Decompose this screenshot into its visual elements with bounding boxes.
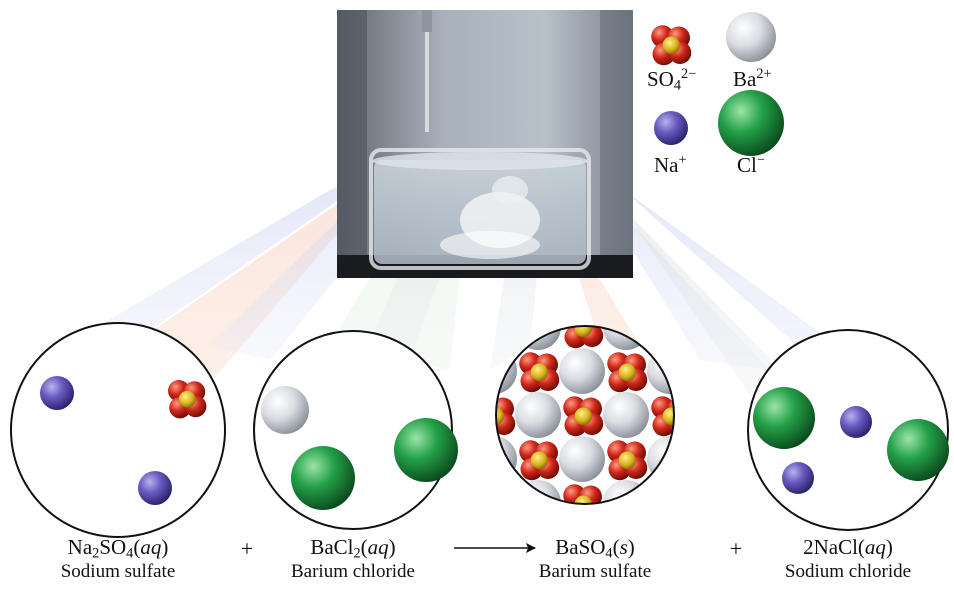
- barium-ion: [691, 392, 737, 438]
- barium-ion: [603, 480, 649, 504]
- zoom-circle-sodium-chloride: [747, 329, 949, 531]
- sulfate-ion: [651, 396, 674, 437]
- chloride-ion: [887, 419, 949, 481]
- ion-legend: [651, 12, 784, 156]
- name-barium-chloride: Barium chloride: [291, 561, 415, 582]
- sulfate-ion: [496, 484, 516, 504]
- sodium-ion: [40, 376, 74, 410]
- name-sodium-chloride: Sodium chloride: [784, 561, 912, 582]
- sodium-ion: [138, 471, 172, 505]
- barium-ion: [471, 524, 517, 570]
- barium-ion: [559, 348, 605, 394]
- zoom-circle-sodium-sulfate: [10, 322, 226, 538]
- sulfate-ion: [519, 440, 560, 481]
- legend-chloride-ion: [718, 90, 784, 156]
- plus-sign: +: [240, 536, 254, 561]
- legend-label-chloride: Cl−: [737, 152, 765, 177]
- barium-ion: [559, 436, 605, 482]
- chloride-ion: [753, 387, 815, 449]
- sodium-ion: [840, 406, 872, 438]
- sulfate-ion: [695, 440, 735, 480]
- legend-label-sodium: Na+: [654, 152, 687, 177]
- sulfate-ion: [519, 352, 560, 393]
- formula-barium-chloride: BaCl2(aq): [310, 535, 396, 562]
- formula-sodium-sulfate: Na2SO4(aq): [67, 535, 169, 562]
- legend-label-barium: Ba2+: [733, 66, 772, 91]
- zoom-circle-barium-chloride: [253, 330, 458, 530]
- barium-ion: [261, 386, 309, 434]
- barium-ion: [691, 480, 737, 526]
- sodium-ion: [782, 462, 814, 494]
- beaker-photo: [337, 10, 633, 278]
- legend-sulfate-ion: [651, 25, 692, 66]
- barium-ion: [515, 480, 561, 504]
- sulfate-ion: [168, 380, 207, 419]
- legend-sodium-ion: [654, 111, 688, 145]
- legend-label-sulfate: SO42−: [647, 66, 697, 94]
- barium-ion: [496, 436, 517, 482]
- barium-ion: [515, 392, 561, 438]
- name-sodium-sulfate: Sodium sulfate: [60, 561, 176, 582]
- sulfate-ion: [607, 352, 648, 393]
- chloride-ion: [394, 418, 458, 482]
- sulfate-ion: [607, 440, 648, 481]
- chloride-ion: [291, 446, 355, 510]
- name-barium-sulfate: Barium sulfate: [538, 561, 652, 582]
- formula-sodium-chloride: 2NaCl(aq): [803, 535, 893, 559]
- legend-barium-ion: [726, 12, 776, 62]
- sulfate-ion: [563, 396, 604, 437]
- formula-barium-sulfate: BaSO4(s): [555, 535, 635, 562]
- sulfate-ion: [651, 484, 674, 504]
- barium-ion: [647, 524, 693, 570]
- reaction-arrow: [454, 543, 536, 553]
- barium-ion: [603, 392, 649, 438]
- plus-sign: +: [729, 536, 743, 561]
